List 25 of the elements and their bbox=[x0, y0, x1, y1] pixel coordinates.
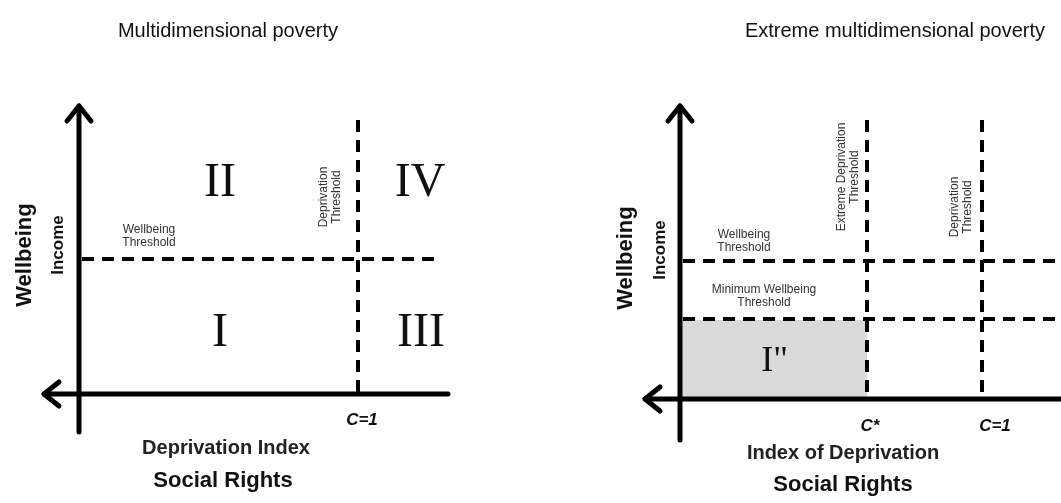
threshold-label: Minimum Wellbeing Threshold bbox=[710, 282, 818, 310]
region-label: III bbox=[397, 303, 445, 357]
region-label: II bbox=[204, 153, 236, 207]
axis-title: Social Rights bbox=[153, 467, 293, 493]
region-label: I" bbox=[761, 337, 788, 380]
threshold-label: Wellbeing Threshold bbox=[716, 227, 772, 255]
shaded-region bbox=[682, 320, 867, 397]
axis-title: Income bbox=[650, 220, 670, 280]
tick-label: C* bbox=[860, 416, 880, 436]
axis-title: Deprivation Index bbox=[142, 436, 310, 458]
tick-label: C=1 bbox=[346, 410, 378, 430]
axis-title: Wellbeing bbox=[612, 206, 638, 310]
axis-title: Income bbox=[48, 215, 68, 275]
panel-title: Extreme multidimensional poverty bbox=[744, 19, 1046, 41]
axis-title: Wellbeing bbox=[11, 203, 37, 307]
panel-title: Multidimensional poverty bbox=[117, 19, 339, 41]
tick-label: C=1 bbox=[979, 416, 1011, 436]
region-label: IV bbox=[394, 153, 446, 207]
threshold-label: Deprivation Threshold bbox=[316, 165, 344, 230]
threshold-label: Deprivation Threshold bbox=[947, 175, 975, 240]
region-label: I bbox=[212, 303, 228, 357]
axis-title: Social Rights bbox=[773, 471, 913, 497]
axis-title: Index of Deprivation bbox=[746, 441, 940, 463]
threshold-label: Extreme Deprivation Threshold bbox=[834, 121, 862, 234]
threshold-label: Wellbeing Threshold bbox=[121, 222, 177, 250]
